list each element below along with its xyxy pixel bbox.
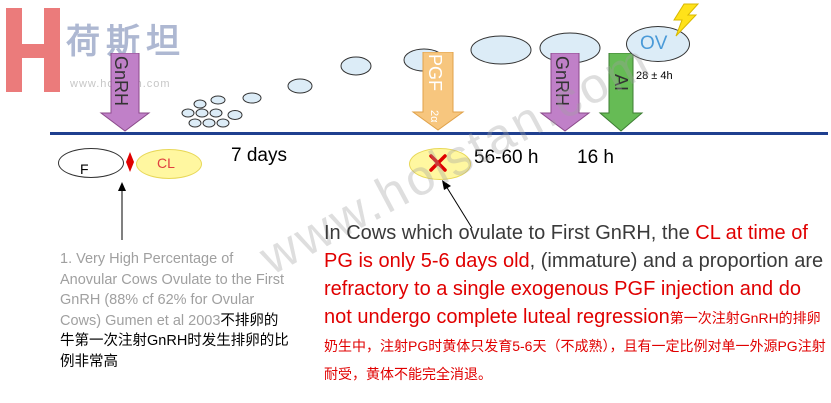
cl-label: CL	[157, 155, 175, 171]
pointer-arrow-left-icon	[118, 182, 126, 240]
main-text-red2: refractory to a single exogenous PGF inj…	[324, 278, 801, 328]
interval-7-days: 7 days	[231, 145, 287, 166]
main-text-part2: , (immature) and a proportion are	[529, 250, 824, 272]
pointer-arrow-center-icon	[442, 180, 473, 229]
annotation-left: 1. Very High Percentage of Anovular Cows…	[60, 249, 290, 372]
gnrh-1-label: GnRH	[111, 56, 131, 107]
ai-arrow-icon	[598, 53, 644, 132]
follicle-label: F	[80, 161, 89, 177]
ovulation-marker-icon	[126, 152, 134, 172]
ov-label: OV	[640, 33, 668, 54]
ov-time: 28 ± 4h	[636, 70, 673, 82]
main-text-part1: In Cows which ovulate to First GnRH, the	[324, 222, 696, 244]
pgf-label: PGF	[425, 54, 445, 92]
annotation-left-cn: 不排卵的牛第一次注射GnRH时发生排卵的比例非常高	[60, 312, 289, 370]
logo	[0, 0, 230, 110]
timeline-axis	[50, 132, 828, 135]
gnrh-2-label: GnRH	[552, 56, 572, 107]
main-text-red1: CL at time of PG is only 5-6 days old	[324, 222, 808, 272]
main-text-cn: 第一次注射GnRH的排卵奶生中，注射PG时黄体只发育5-6天（不成熟），且有一定…	[324, 310, 826, 382]
interval-56-60-h: 56-60 h	[474, 147, 539, 168]
x-mark-icon	[429, 154, 447, 172]
ai-label: AI	[611, 74, 631, 92]
follicle-ellipse	[58, 148, 124, 178]
gnrh-1-arrow-icon	[99, 53, 151, 132]
main-text: In Cows which ovulate to First GnRH, the…	[324, 219, 829, 387]
cl-ellipse	[136, 149, 202, 179]
interval-16-h: 16 h	[577, 147, 614, 168]
pgf-subscript: 2α	[428, 110, 440, 123]
lightning-icon	[673, 3, 700, 37]
logo-h-mark	[6, 8, 60, 92]
pgf-arrow-icon	[411, 52, 465, 131]
annotation-left-en: 1. Very High Percentage of Anovular Cows…	[60, 251, 285, 329]
gnrh-2-arrow-icon	[539, 53, 591, 132]
